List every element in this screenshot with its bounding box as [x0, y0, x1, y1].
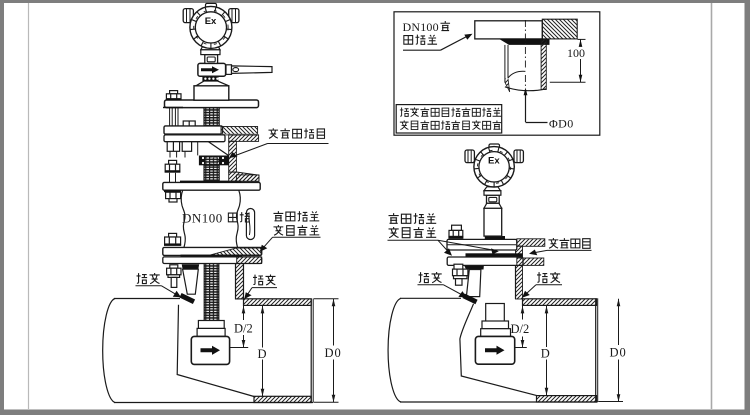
svg-text:D0: D0 — [325, 346, 342, 360]
svg-text:100: 100 — [567, 46, 585, 60]
svg-text:D0: D0 — [610, 346, 627, 360]
svg-text:Ex: Ex — [205, 16, 217, 27]
svg-text:Ex: Ex — [488, 156, 500, 167]
svg-text:D/2: D/2 — [234, 322, 253, 336]
svg-text:DN100: DN100 — [403, 20, 439, 34]
svg-text:DN100: DN100 — [182, 211, 223, 226]
svg-text:ΦD0: ΦD0 — [549, 116, 574, 130]
svg-text:D: D — [541, 346, 550, 360]
svg-text:D/2: D/2 — [511, 322, 530, 336]
svg-text:D: D — [258, 347, 267, 361]
